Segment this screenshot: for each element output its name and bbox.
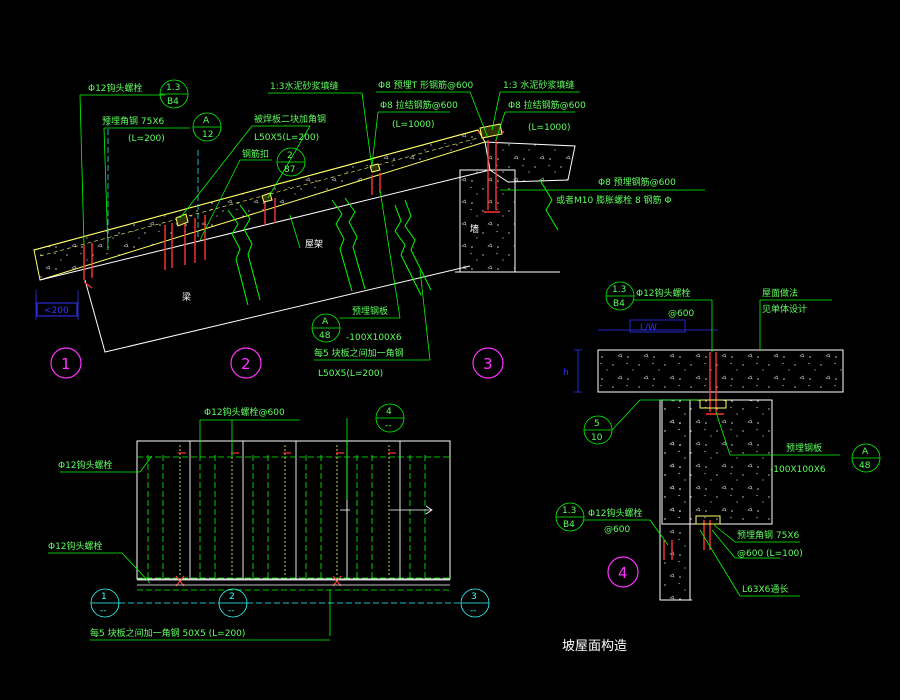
ref-plate-d4-top: A (862, 447, 869, 457)
label-angle2-d4: L63X6通长 (742, 583, 788, 595)
label-rebar5-d3: 或者M10 膨胀螺栓 8 钢筋 Φ (556, 194, 671, 206)
label-plate-d4: 预埋钢板 (786, 442, 822, 454)
ref1-plan-bot: -- (100, 606, 107, 616)
ref-left-d4-bot: 10 (591, 433, 603, 443)
mark-beam: 梁 (182, 291, 191, 303)
ref4-plan-top: 4 (386, 407, 392, 417)
label-note-d2: 每5 块板之间加一角钢 (314, 347, 404, 359)
label-bolt-left-plan: Φ12钩头螺栓 (58, 459, 113, 471)
drawing-title: 坡屋面构造 (562, 639, 627, 654)
detail-3-leaders (371, 91, 705, 191)
detail-4-section (555, 281, 881, 601)
ref-angle-d1-top: A (203, 116, 210, 126)
ref-angle-d1-bot: 12 (202, 130, 213, 140)
label-roof-d4: 屋面做法 (762, 287, 798, 299)
label-bolt2-spacing-d4: @600 (604, 525, 630, 535)
ref-bolt2-d4-top: 1.3 (562, 506, 576, 516)
ref-left-d4-top: 5 (594, 419, 600, 429)
label-bar-d2: 钢筋扣 (242, 148, 269, 160)
label-weld-d2: 被焊板二块加角钢 (254, 113, 326, 125)
mark-roof-truss: 屋架 (305, 239, 323, 250)
label-bolt-d4: Φ12钩头螺栓 (636, 287, 691, 299)
label-plate-d2: 预埋钢板 (352, 305, 388, 317)
detail-1-3-roof-section: <200 梁 屋架 墙 (33, 120, 576, 353)
label-rebar4-d3: Φ8 预埋钢筋@600 (598, 176, 676, 188)
ref2-plan-bot: -- (228, 606, 235, 616)
label-rebar2-len-d3: (L=1000) (392, 120, 434, 130)
ref-d2-bot: 87 (284, 165, 295, 175)
bubble-3: 3 (483, 355, 493, 373)
ref3-plan-top: 3 (471, 592, 477, 602)
ref-plate-d2-bot: 48 (319, 331, 331, 341)
label-roof2-d4: 见单体设计 (762, 303, 807, 315)
ref4-plan-bot: -- (385, 421, 392, 431)
plan-view (48, 403, 490, 641)
dim-h-d4: h (563, 368, 569, 378)
ref2-plan-top: 2 (229, 592, 235, 602)
label-mortar-d2: 1:3水泥砂浆填缝 (270, 80, 339, 92)
bubble-2: 2 (241, 355, 251, 373)
label-mortar-d3: 1:3 水泥砂浆填缝 (503, 79, 574, 91)
label-bolt2-d4: Φ12钩头螺栓 (588, 507, 643, 519)
roof-rebars (83, 131, 504, 289)
detail-1-leaders (79, 79, 222, 251)
label-bolt-left2-plan: Φ12钩头螺栓 (48, 540, 103, 552)
label-bolt-spacing-d4: @600 (668, 309, 694, 319)
label-weld-size-d2: L50X5(L=200) (254, 133, 319, 143)
label-plate-size-d2: -100X100X6 (346, 333, 402, 343)
bubble-4: 4 (618, 564, 628, 582)
label-angle-len-d1: (L=200) (128, 134, 165, 144)
label-angle-d1: 预埋角钢 75X6 (102, 115, 164, 127)
label-rebar3-len-d3: (L=1000) (528, 123, 570, 133)
ref-plate-d2-top: A (322, 317, 329, 327)
label-rebar2-d3: Φ8 拉结钢筋@600 (380, 99, 458, 111)
label-angle-d4: 预埋角钢 75X6 (737, 529, 799, 541)
ref-d2-top: 2 (287, 151, 293, 161)
ref-bolt-d1-bot: B4 (167, 97, 179, 107)
note-plan: 每5 块板之间加一角钢 50X5 (L=200) (90, 627, 245, 639)
detail-2-leaders (179, 92, 431, 361)
label-angle-spacing-d4: @600 (L=100) (737, 549, 803, 559)
label-bolt-d1: Φ12钩头螺栓 (88, 82, 143, 94)
label-plate-size-d4: -100X100X6 (770, 465, 826, 475)
ref-bolt2-d4-bot: B4 (563, 520, 575, 530)
label-rebar1-d3: Φ8 预埋T 形钢筋@600 (378, 79, 473, 91)
ref3-plan-bot: -- (470, 606, 477, 616)
ref-bolt-d4-bot: B4 (613, 299, 625, 309)
ref-plate-d4-bot: 48 (859, 461, 871, 471)
roof-beam (84, 265, 471, 353)
mark-wall: 墙 (470, 223, 479, 235)
ref-bolt-d4-top: 1.3 (612, 285, 626, 295)
ref-bolt-d1-top: 1.3 (166, 83, 180, 93)
ref1-plan-top: 1 (101, 592, 107, 602)
dim-lw-d4: L/W (640, 323, 657, 333)
dim-200: <200 (44, 306, 69, 316)
label-note-size-d2: L50X5(L=200) (318, 369, 383, 379)
bubble-1: 1 (61, 355, 71, 373)
label-rebar3-d3: Φ8 拉结钢筋@600 (508, 99, 586, 111)
label-bolt-600-plan: Φ12钩头螺栓@600 (204, 406, 285, 418)
